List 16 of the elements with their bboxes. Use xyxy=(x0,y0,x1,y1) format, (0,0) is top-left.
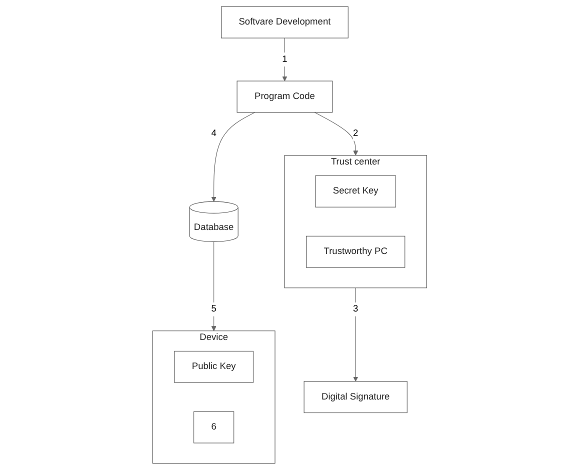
arrow xyxy=(211,241,216,332)
edge-label: 2 xyxy=(352,128,358,139)
node-box: Softvare Development xyxy=(220,6,348,38)
arrow xyxy=(314,112,358,156)
edge-label: 3 xyxy=(352,304,358,314)
node-box: Program Code xyxy=(236,80,332,113)
edge-label: 4 xyxy=(211,128,216,139)
node-box: Digital Signature xyxy=(304,381,408,414)
node-box: Trustworthy PC xyxy=(306,236,405,268)
arrow xyxy=(352,288,358,382)
node-box: Public Key xyxy=(174,350,254,383)
node-box: Secret Key xyxy=(314,175,396,208)
edge-label: 1 xyxy=(282,54,288,64)
edge-label: 5 xyxy=(211,304,216,314)
arrow xyxy=(211,112,255,202)
node-box: 6 xyxy=(193,411,234,444)
